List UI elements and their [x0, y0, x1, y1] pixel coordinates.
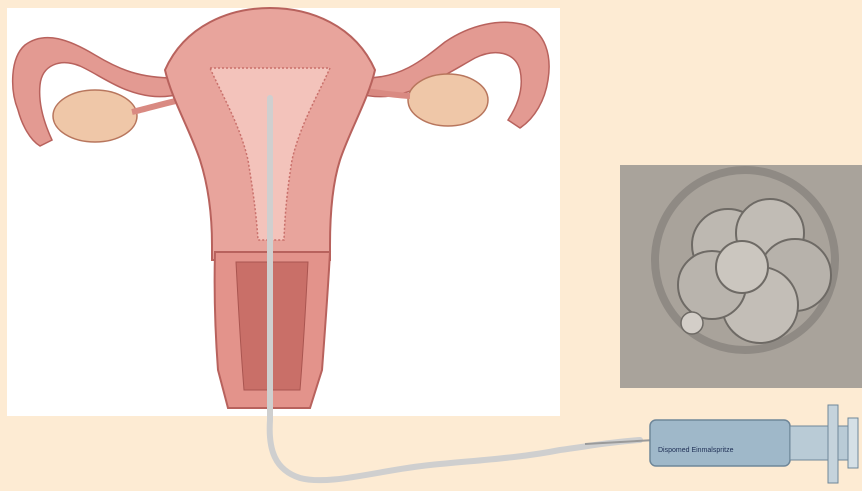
syringe-thumb-rest: [848, 418, 858, 468]
syringe-brand-label: Dispomed Einmalspritze: [658, 447, 734, 454]
embryo-micrograph: [620, 165, 862, 388]
right-ovary: [408, 74, 488, 126]
syringe-plunger-rod: [790, 426, 850, 460]
blastomere: [716, 241, 768, 293]
syringe-barrel: [650, 420, 790, 466]
syringe-flange: [828, 405, 838, 483]
left-ovary: [53, 90, 137, 142]
polar-body: [681, 312, 703, 334]
